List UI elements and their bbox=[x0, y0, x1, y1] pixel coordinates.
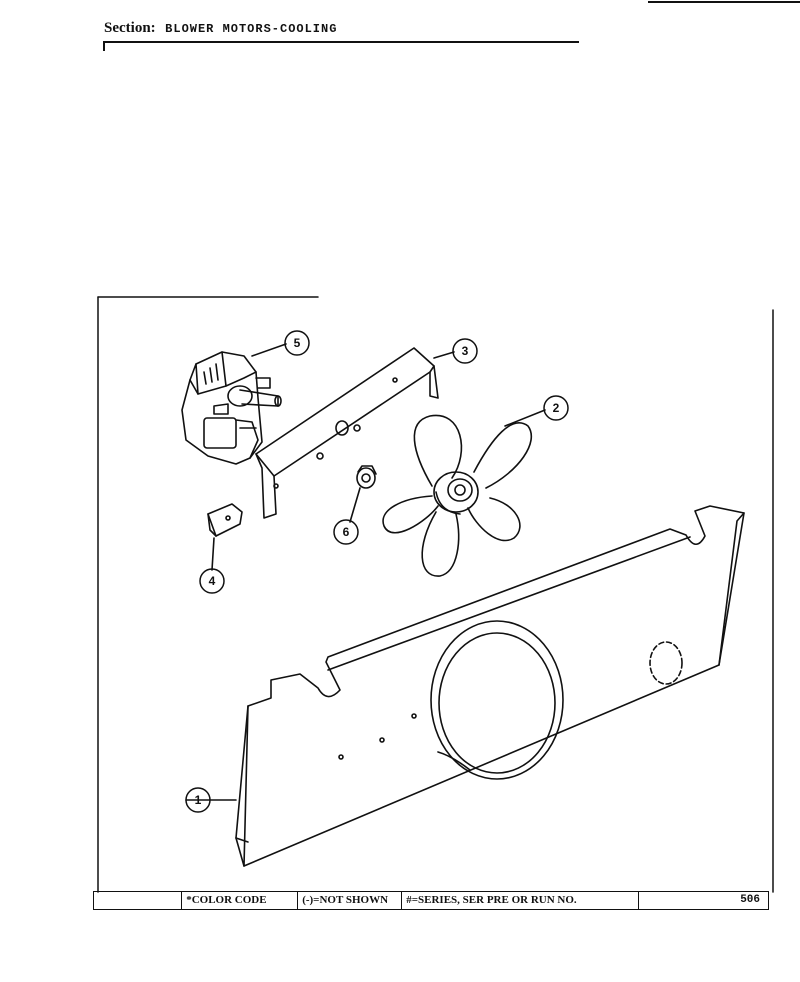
section-label: Section: bbox=[104, 20, 156, 36]
footer-legend: *COLOR CODE (-)=NOT SHOWN #=SERIES, SER … bbox=[93, 891, 769, 910]
callout-3-circle bbox=[452, 338, 478, 364]
callout-6: 6 bbox=[343, 525, 350, 539]
nut-part bbox=[349, 465, 377, 523]
callout-labels: 1 2 3 4 5 6 bbox=[195, 336, 560, 807]
callout-5: 5 bbox=[294, 336, 301, 350]
page-number: 506 bbox=[740, 894, 760, 906]
header-rule-tick bbox=[103, 41, 105, 51]
callout-2-circle bbox=[543, 395, 569, 421]
section-header: Section: BLOWER MOTORS-COOLING bbox=[104, 20, 337, 37]
series-note: #=SERIES, SER PRE OR RUN NO. bbox=[402, 892, 640, 909]
callout-5-circle bbox=[284, 330, 310, 356]
clip-part bbox=[207, 503, 243, 571]
callout-1: 1 bbox=[195, 793, 202, 807]
callout-6-circle bbox=[333, 519, 359, 545]
callout-3: 3 bbox=[462, 344, 469, 358]
callout-4-circle bbox=[199, 568, 225, 594]
corner-rule bbox=[648, 1, 800, 3]
callout-4: 4 bbox=[209, 574, 216, 588]
header-rule bbox=[103, 41, 579, 43]
footer-blank-cell bbox=[94, 892, 183, 909]
not-shown-note: (-)=NOT SHOWN bbox=[298, 892, 403, 909]
callout-2: 2 bbox=[553, 401, 560, 415]
section-title: BLOWER MOTORS-COOLING bbox=[165, 22, 338, 36]
mounting-bracket-part bbox=[255, 347, 455, 519]
blower-motor-part bbox=[181, 343, 287, 465]
callout-1-circle bbox=[185, 787, 211, 813]
diagram-frame bbox=[97, 296, 774, 893]
back-panel-part bbox=[185, 505, 745, 867]
callout-circles bbox=[185, 330, 569, 813]
color-code-note: *COLOR CODE bbox=[182, 892, 299, 909]
fan-blade-part bbox=[382, 409, 546, 577]
